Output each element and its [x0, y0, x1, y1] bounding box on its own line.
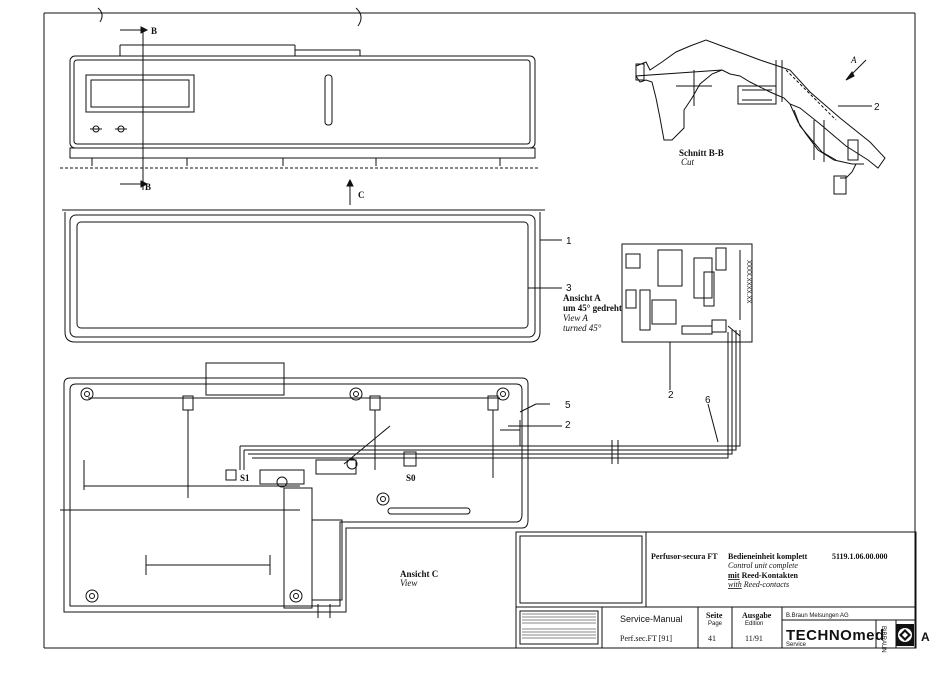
tb-with-en-word: with	[728, 580, 742, 589]
tb-with-en: with Reed-contacts	[728, 580, 789, 589]
tb-manual-label: Service-Manual	[620, 614, 683, 624]
section-block	[737, 85, 777, 105]
tb-with-de-word: mit	[728, 571, 740, 580]
part-number-2-board: 2	[668, 390, 674, 401]
tb-company: B.Braun Melsungen AG	[786, 613, 849, 619]
part-number-2-bottom: 2	[565, 420, 571, 431]
part-number-5: 5	[565, 400, 571, 411]
tb-title-de: Bedieneinheit komplett	[728, 552, 808, 561]
section-b-b	[635, 39, 886, 195]
tb-seite-label: Seite	[706, 611, 723, 620]
tb-ausgabe-label: Ausgabe	[742, 611, 772, 620]
tb-with-de: mit Reed-Kontakten	[728, 571, 799, 580]
tb-edition-label: Edition	[745, 621, 763, 627]
tb-service: Service	[786, 642, 807, 648]
view-a-line2: um 45° gedreht	[563, 303, 622, 313]
tb-braun-vertical: B|BRAUN	[880, 626, 886, 653]
tb-with-de-rest: Reed-Kontakten	[740, 571, 799, 580]
title-block-fineprint	[522, 613, 596, 639]
front-view	[60, 30, 540, 190]
corner-marker-a: A	[921, 630, 930, 644]
display-window	[85, 74, 195, 113]
tb-product: Perfusor-secura FT	[651, 552, 718, 561]
cable-bundle	[239, 330, 741, 470]
view-a-line3: View A	[563, 313, 588, 323]
marker-b-bottom: B	[145, 182, 151, 192]
tb-doc-number: 5119.1.06.00.000	[832, 552, 888, 561]
tb-title-en: Control unit complete	[728, 561, 798, 570]
control-board	[621, 243, 753, 390]
section-title: Schnitt B-B	[679, 148, 724, 158]
marker-b-top: B	[151, 26, 157, 36]
switch-label-s1: S1	[240, 473, 250, 483]
part-number-1: 1	[566, 236, 572, 247]
part-number-3: 3	[566, 283, 572, 294]
view-a-line4: turned 45°	[563, 323, 602, 333]
title-block	[515, 531, 917, 649]
tb-brand: TECHNOmed	[786, 627, 885, 644]
tb-page-label: Page	[708, 621, 723, 627]
switch-label-s0: S0	[406, 473, 416, 483]
tb-manual-ref: Perf.sec.FT [91]	[620, 634, 672, 643]
base-view-c	[60, 362, 529, 618]
marker-a-arrow: A	[850, 55, 857, 65]
view-a-line1: Ansicht A	[563, 293, 601, 303]
view-c-line2: View	[400, 578, 417, 588]
technomed-logo-mark-icon	[896, 624, 914, 646]
part-number-2-section: 2	[874, 102, 880, 113]
tb-edition-value: 11/91	[745, 634, 763, 643]
tb-page-value: 41	[708, 634, 716, 643]
slot-knob	[324, 74, 333, 126]
section-subtitle: Cut	[681, 157, 695, 167]
tb-with-en-rest: Reed-contacts	[742, 580, 789, 589]
part-number-6: 6	[705, 395, 711, 406]
board-marking: XXXX.XXXX.XX	[745, 260, 751, 303]
view-c-line1: Ansicht C	[400, 569, 438, 579]
cover-view	[62, 209, 562, 343]
marker-c: C	[358, 190, 365, 200]
